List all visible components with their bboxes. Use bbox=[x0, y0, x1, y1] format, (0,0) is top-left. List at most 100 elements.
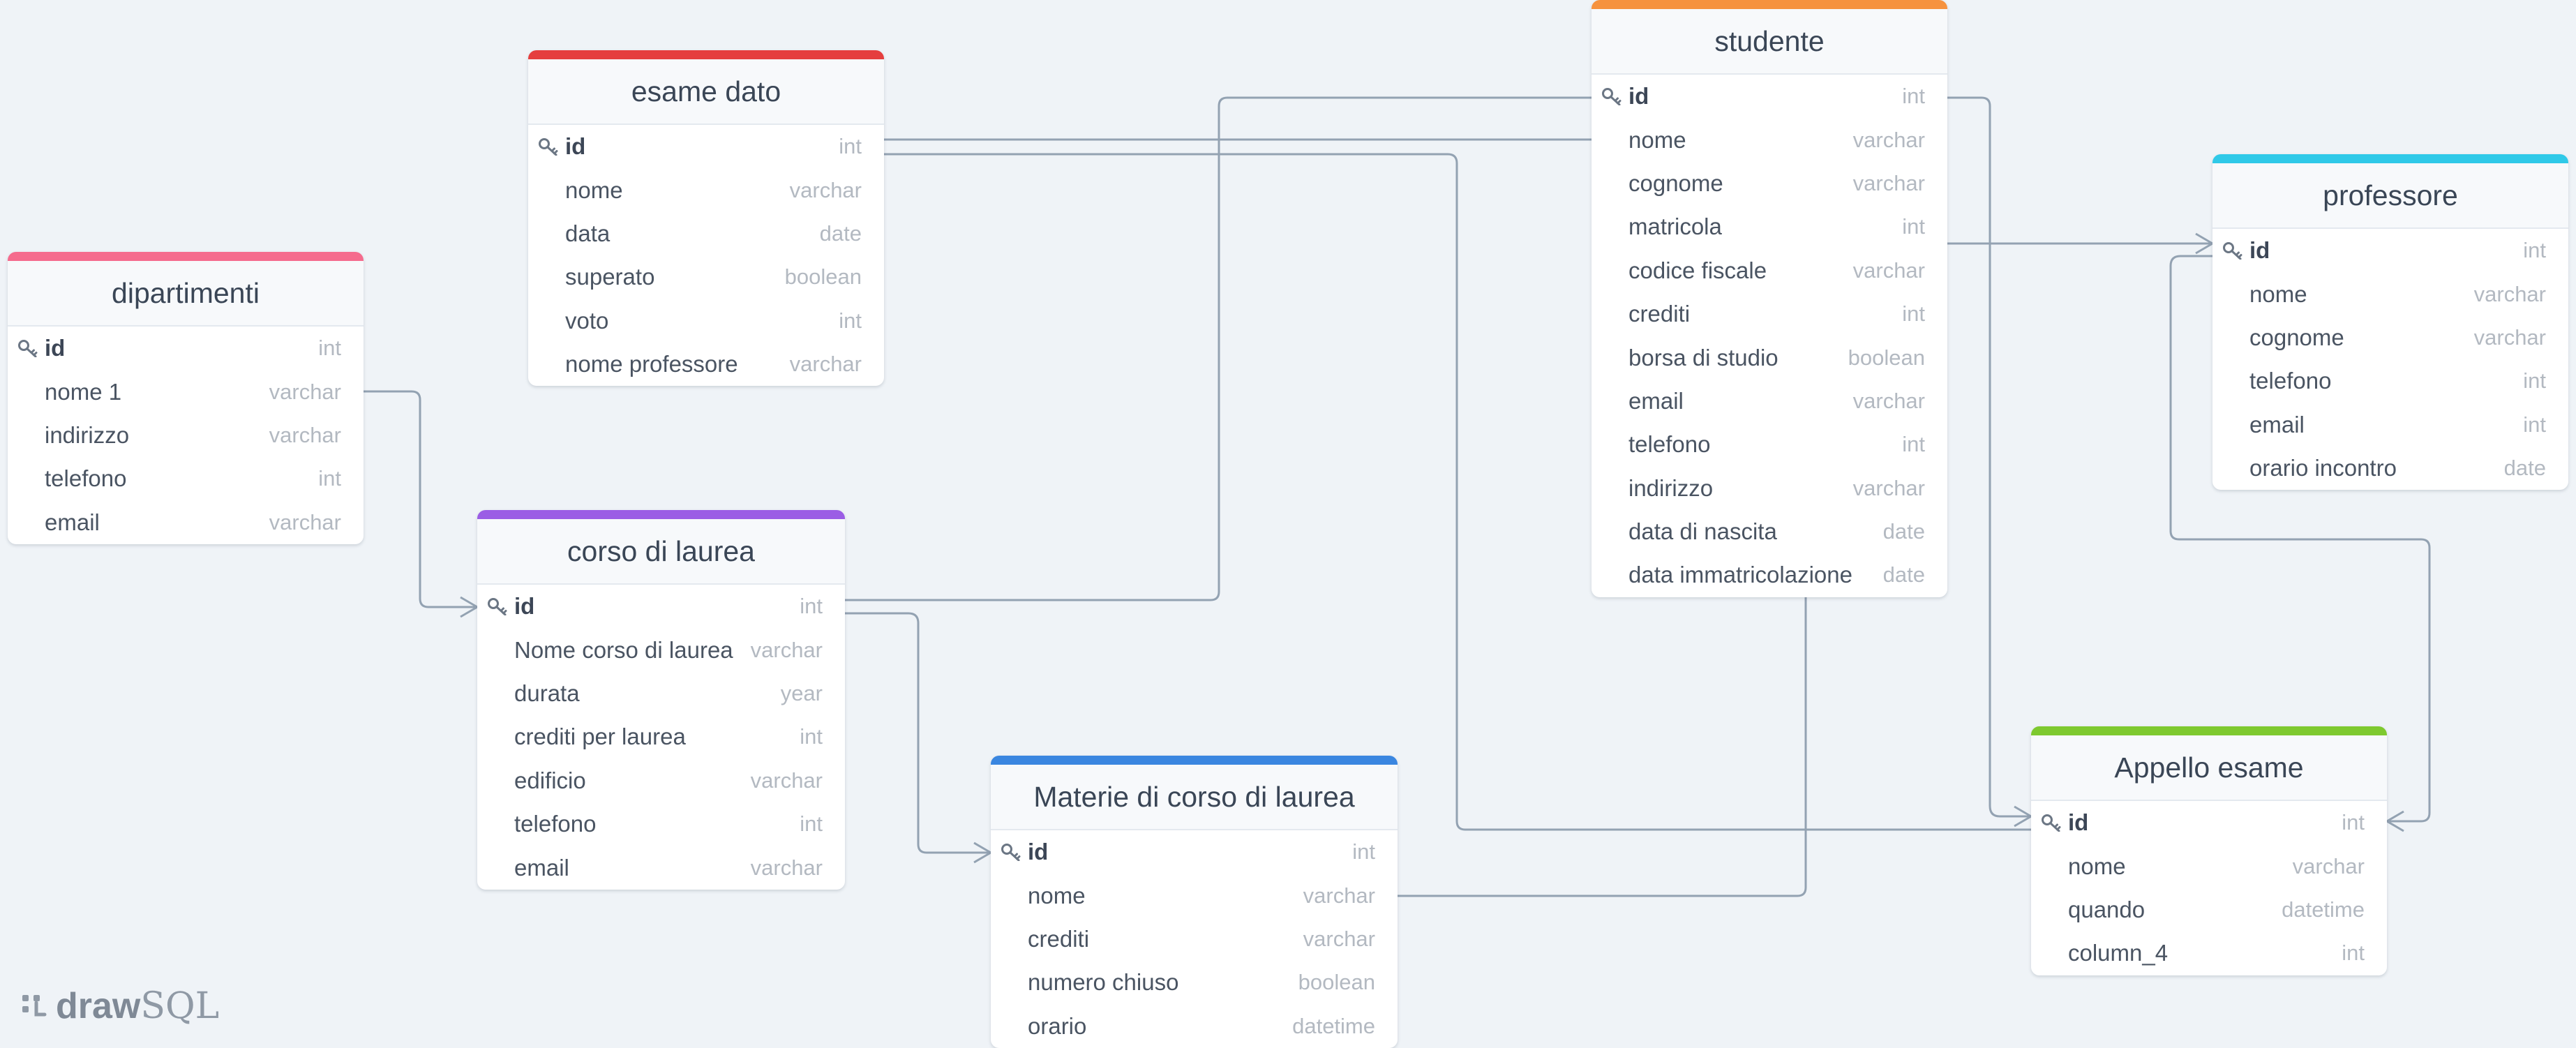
column-name: cognome bbox=[2249, 324, 2344, 350]
column-type: varchar bbox=[750, 637, 823, 662]
column-type: int bbox=[318, 466, 341, 491]
column-name: email bbox=[514, 854, 569, 881]
column-type: int bbox=[839, 134, 862, 159]
link-materie-studente[interactable] bbox=[1398, 597, 1807, 897]
column-type: date bbox=[1882, 562, 1925, 587]
column-name: numero chiuso bbox=[1028, 969, 1179, 996]
key-icon bbox=[1001, 844, 1021, 862]
table-title[interactable]: corso di laurea bbox=[477, 519, 845, 585]
table-title[interactable]: professore bbox=[2212, 163, 2568, 229]
column-type: int bbox=[1902, 214, 1925, 239]
column-type: date bbox=[819, 220, 862, 246]
link-corso-materie[interactable] bbox=[845, 612, 991, 854]
table-title[interactable]: Materie di corso di laurea bbox=[991, 765, 1398, 830]
key-icon bbox=[539, 138, 558, 156]
column-name: edificio bbox=[514, 767, 586, 793]
link-professore-appello[interactable] bbox=[2169, 255, 2431, 823]
link-esame-appello[interactable] bbox=[884, 153, 2031, 831]
link-studente-appello[interactable] bbox=[1947, 96, 2031, 818]
column-name: crediti bbox=[1028, 925, 1090, 952]
link-dipartimenti-corso[interactable] bbox=[364, 390, 477, 608]
column-type: varchar bbox=[1852, 475, 1925, 500]
column-type: datetime bbox=[2282, 897, 2365, 922]
column-name: nome 1 bbox=[45, 378, 122, 405]
key-icon bbox=[2042, 814, 2061, 832]
key-icon bbox=[2223, 242, 2242, 260]
column-name: orario incontro bbox=[2249, 455, 2397, 481]
column-row[interactable]: email varchar bbox=[8, 501, 364, 544]
column-name: id bbox=[514, 593, 535, 620]
column-name: email bbox=[45, 509, 100, 535]
table-title[interactable]: esame dato bbox=[528, 59, 884, 125]
drawsql-logo[interactable]: drawSQL bbox=[21, 985, 219, 1027]
table-title[interactable]: studente bbox=[1592, 9, 1947, 75]
column-row[interactable]: id int bbox=[477, 585, 845, 628]
column-name: superato bbox=[565, 264, 655, 290]
column-name: id bbox=[2068, 809, 2089, 836]
key-icon bbox=[18, 340, 38, 358]
column-name: codice fiscale bbox=[1628, 257, 1767, 283]
column-type: int bbox=[1902, 301, 1925, 327]
column-row[interactable]: data date bbox=[528, 212, 884, 255]
column-type: varchar bbox=[750, 855, 823, 880]
column-type: int bbox=[1352, 839, 1375, 864]
column-type: varchar bbox=[269, 509, 341, 534]
column-type: int bbox=[800, 594, 823, 619]
column-row[interactable]: email varchar bbox=[477, 846, 845, 889]
link-corso-studente[interactable] bbox=[845, 96, 1592, 601]
table-title[interactable]: Appello esame bbox=[2031, 735, 2387, 801]
crowfoot-materie bbox=[973, 841, 991, 864]
column-name: data bbox=[565, 220, 611, 246]
table-title[interactable]: dipartimenti bbox=[8, 261, 364, 327]
column-name: indirizzo bbox=[45, 421, 130, 448]
